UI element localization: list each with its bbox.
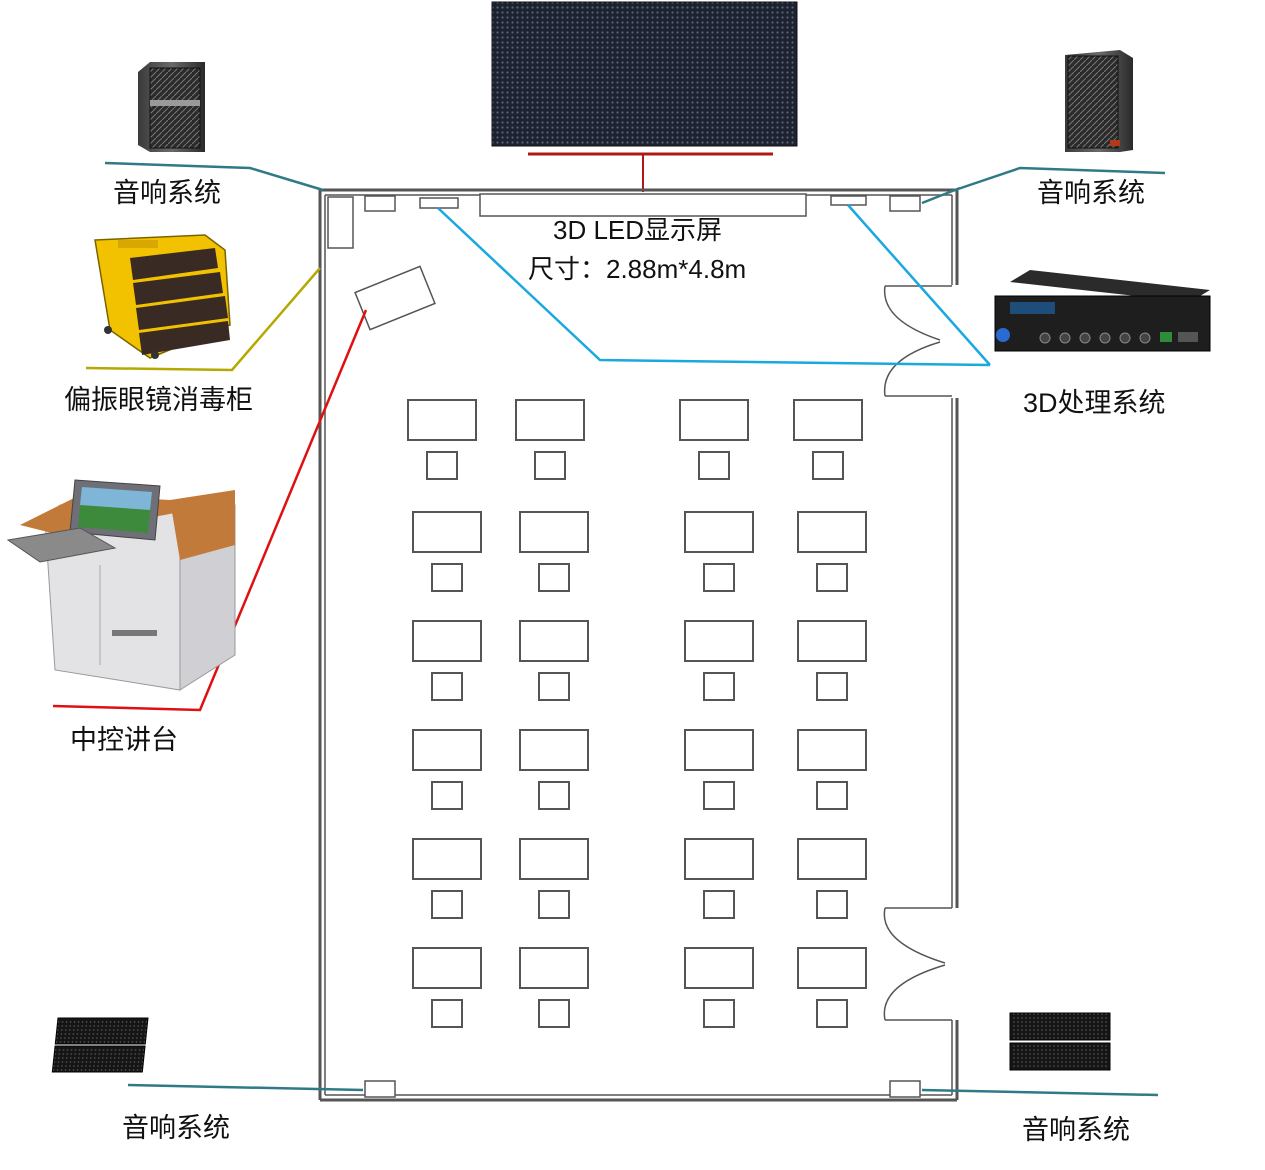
- room-walls: [318, 188, 959, 1102]
- student-chair: [534, 451, 566, 480]
- student-desk: [407, 399, 477, 441]
- student-desk: [684, 729, 754, 771]
- speaker-top-right-line-a: [954, 166, 1166, 192]
- student-chair: [538, 781, 570, 810]
- student-desk: [412, 947, 482, 989]
- student-chair: [816, 563, 848, 592]
- led-screen-image: [491, 1, 798, 147]
- screen-outline: [479, 193, 807, 217]
- cabinet-slot: [327, 196, 354, 249]
- student-chair: [538, 999, 570, 1028]
- student-desk: [797, 947, 867, 989]
- student-chair: [426, 451, 458, 480]
- student-chair: [816, 781, 848, 810]
- student-chair: [816, 999, 848, 1028]
- student-chair: [431, 672, 463, 701]
- door-lower: [883, 907, 952, 1021]
- processor-label: 3D处理系统: [1023, 388, 1166, 418]
- screen-size-label: 尺寸：2.88m*4.8m: [528, 254, 747, 284]
- speaker-bottom-left-line: [127, 1083, 364, 1092]
- student-chair: [812, 451, 844, 480]
- door-upper: [883, 285, 952, 397]
- student-desk: [412, 838, 482, 880]
- speaker-top-right-line-b: [921, 186, 961, 205]
- speaker-top-right-image: [1065, 50, 1133, 152]
- speaker-mount-bottom-left: [364, 1080, 396, 1098]
- speaker-top-left-image: [138, 62, 205, 152]
- student-desk: [519, 838, 589, 880]
- student-chair: [431, 999, 463, 1028]
- student-desk: [797, 511, 867, 553]
- student-desk: [412, 511, 482, 553]
- speaker-bottom-left-image: [51, 1017, 149, 1073]
- speaker-top-right-label: 音响系统: [1037, 178, 1145, 208]
- student-desk: [519, 620, 589, 662]
- student-desk: [684, 620, 754, 662]
- student-chair: [431, 781, 463, 810]
- student-desk: [684, 838, 754, 880]
- student-desk: [797, 729, 867, 771]
- student-chair: [538, 890, 570, 919]
- student-desk: [793, 399, 863, 441]
- student-chair: [816, 890, 848, 919]
- student-chair: [703, 999, 735, 1028]
- speaker-bottom-left-label: 音响系统: [122, 1113, 230, 1143]
- speaker-top-left-line: [104, 161, 324, 192]
- student-chair: [698, 451, 730, 480]
- student-desk: [519, 947, 589, 989]
- student-desk: [684, 947, 754, 989]
- speaker-mount-top-right: [889, 195, 921, 212]
- speaker-bottom-right-label: 音响系统: [1022, 1115, 1130, 1145]
- student-chair: [431, 563, 463, 592]
- console-line: [52, 309, 368, 712]
- console-lectern-image: [6, 479, 236, 691]
- student-desk: [412, 729, 482, 771]
- student-desk: [684, 511, 754, 553]
- connection-lines: [52, 161, 1166, 1097]
- student-chair: [538, 672, 570, 701]
- speaker-bottom-right-image: [1009, 1012, 1111, 1071]
- student-chair: [703, 672, 735, 701]
- student-chair: [703, 781, 735, 810]
- speaker-mount-bottom-right: [889, 1080, 921, 1098]
- glasses-cabinet-label: 偏振眼镜消毒柜: [64, 385, 253, 415]
- speaker-bottom-right-line: [921, 1088, 1159, 1097]
- projector-mount-left: [419, 197, 459, 209]
- student-desk: [797, 838, 867, 880]
- console-podium-outline: [354, 265, 436, 331]
- student-desk: [797, 620, 867, 662]
- student-desk: [412, 620, 482, 662]
- student-chair: [703, 890, 735, 919]
- student-desk: [679, 399, 749, 441]
- screen-title-label: 3D LED显示屏: [553, 215, 723, 245]
- console-label: 中控讲台: [70, 725, 178, 755]
- processor-image: [994, 270, 1211, 352]
- student-chair: [703, 563, 735, 592]
- processor-line-left: [437, 207, 991, 367]
- glasses-cabinet-image: [94, 234, 231, 359]
- seating-area: [407, 399, 867, 1028]
- cabinet-line: [85, 267, 321, 372]
- student-desk: [515, 399, 585, 441]
- processor-line-right: [847, 204, 991, 366]
- student-desk: [519, 511, 589, 553]
- student-chair: [431, 890, 463, 919]
- speaker-mount-top-left: [364, 195, 396, 212]
- student-chair: [538, 563, 570, 592]
- speaker-top-left-label: 音响系统: [113, 178, 221, 208]
- student-desk: [519, 729, 589, 771]
- projector-mount-right: [830, 195, 867, 206]
- student-chair: [816, 672, 848, 701]
